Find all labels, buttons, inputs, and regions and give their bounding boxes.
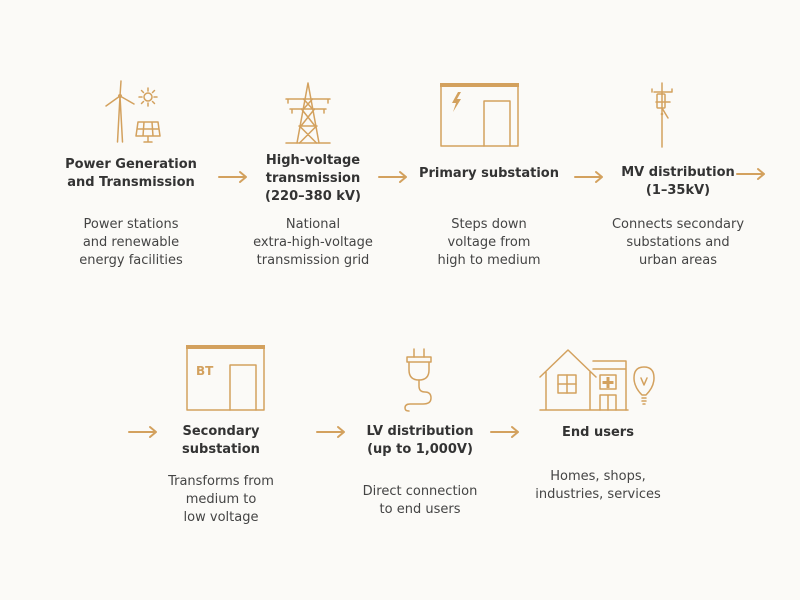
utility-pole-icon — [651, 82, 673, 148]
flow-arrow — [316, 426, 345, 438]
flow-arrow — [490, 426, 519, 438]
step-description: National extra-high-voltage transmission… — [253, 217, 373, 268]
flow-arrow — [736, 168, 765, 180]
step-description: Power stations and renewable energy faci… — [79, 217, 183, 268]
step-lv-distribution: LV distribution (up to 1,000V) Direct co… — [340, 423, 500, 519]
step-power-generation: Power Generation and Transmission Power … — [56, 156, 206, 270]
step-title: Secondary substation — [182, 424, 260, 457]
step-description: Connects secondary substations and urban… — [611, 217, 745, 268]
step-end-users: End users Homes, shops, industries, serv… — [518, 424, 678, 504]
step-high-voltage-transmission: High-voltage transmission (220–380 kV) N… — [238, 152, 388, 270]
step-title: High-voltage transmission (220–380 kV) — [265, 153, 361, 204]
step-mv-distribution: MV distribution (1–35kV) Connects second… — [598, 164, 758, 270]
step-title: MV distribution (1–35kV) — [621, 165, 735, 198]
step-description: Direct connection to end users — [362, 484, 478, 517]
step-title: LV distribution (up to 1,000V) — [366, 424, 474, 457]
buildings-bulb-icon — [539, 349, 655, 411]
step-title: Power Generation and Transmission — [65, 157, 197, 190]
step-description: Homes, shops, industries, services — [535, 469, 661, 502]
step-secondary-substation: Secondary substation Transforms from med… — [146, 423, 296, 527]
step-primary-substation: Primary substation Steps down voltage fr… — [408, 165, 570, 270]
wind-solar-icon — [105, 80, 161, 143]
secondary-substation-icon: BT — [186, 345, 265, 411]
flow-arrow — [128, 426, 157, 438]
flow-arrow — [574, 171, 603, 183]
step-description: Transforms from medium to low voltage — [168, 474, 274, 525]
step-title: End users — [562, 425, 634, 440]
flow-arrow — [378, 171, 407, 183]
bt-badge: BT — [196, 364, 214, 378]
flow-arrow — [218, 171, 247, 183]
step-title: Primary substation — [418, 166, 559, 181]
pylon-icon — [285, 82, 331, 144]
plug-icon — [404, 348, 432, 412]
step-description: Steps down voltage from high to medium — [437, 217, 541, 268]
substation-icon — [440, 83, 519, 147]
